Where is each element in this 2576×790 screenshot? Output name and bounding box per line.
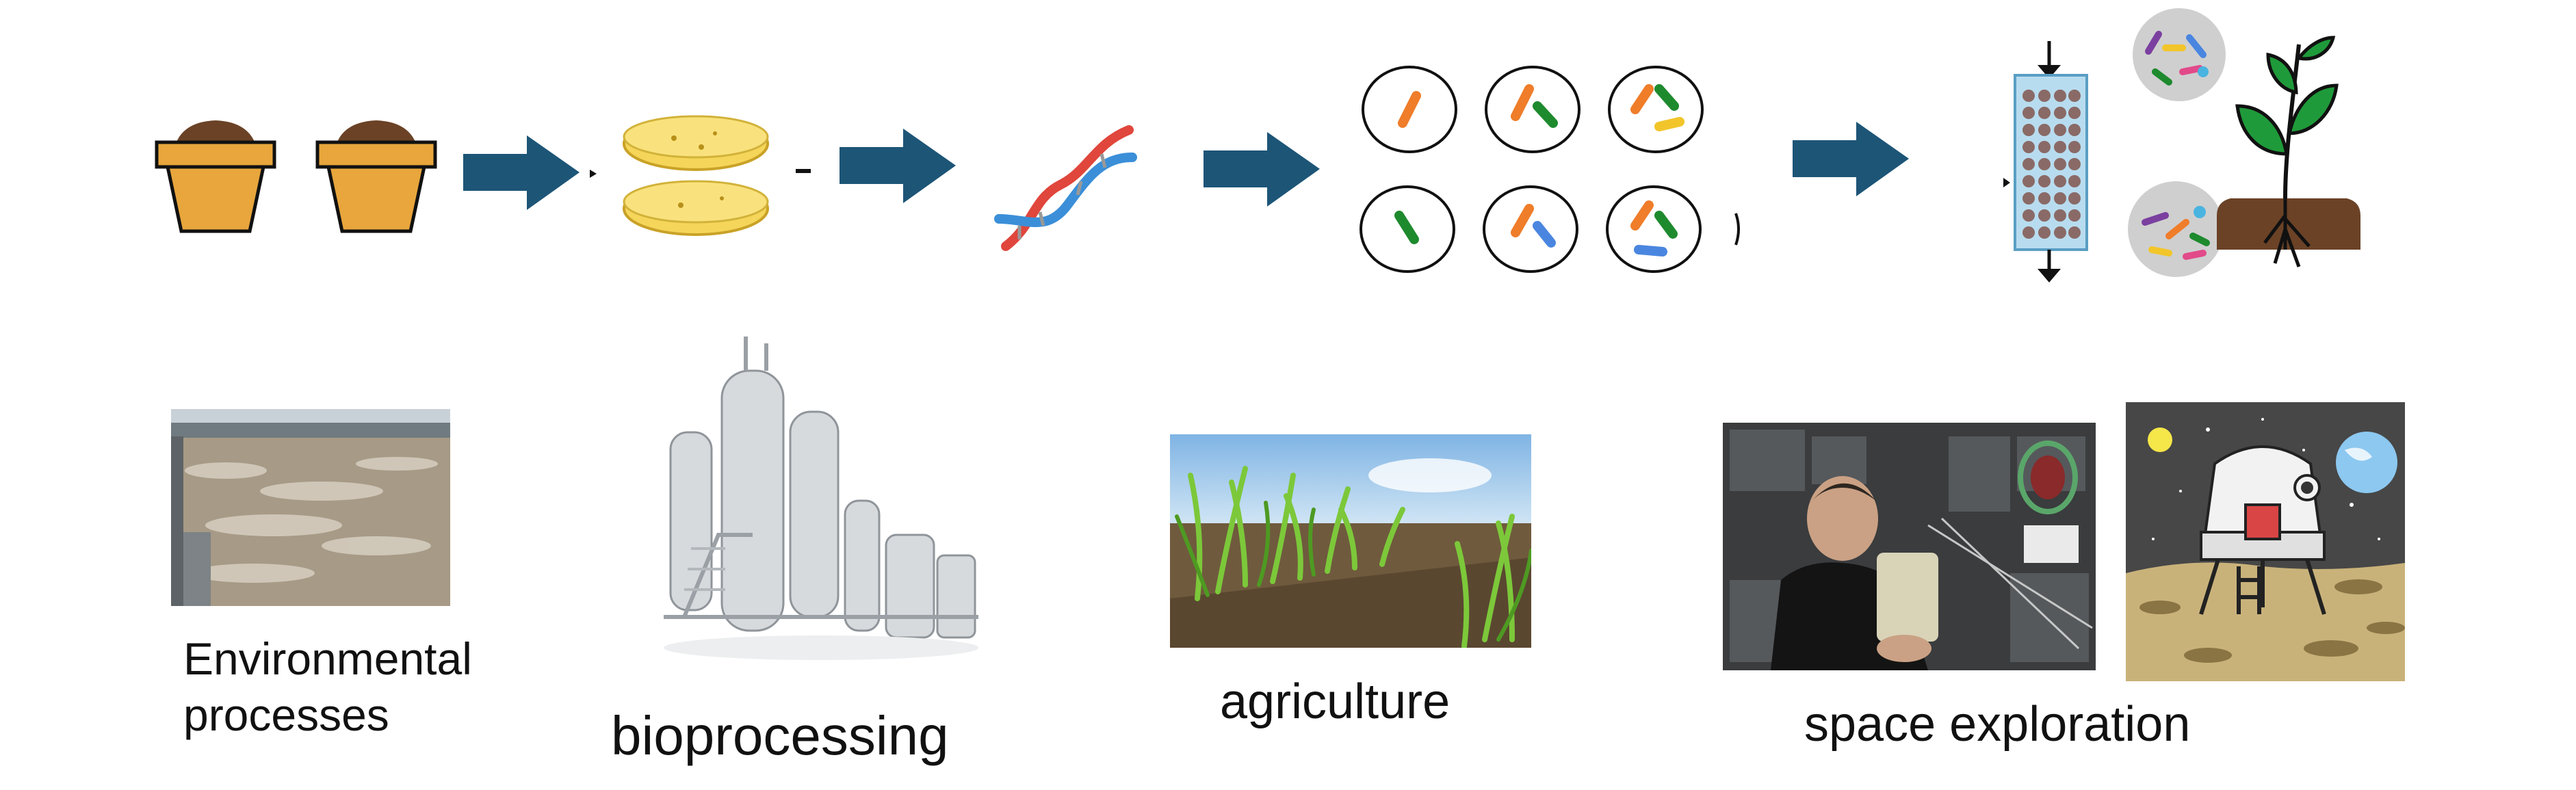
microfluidic-chip-icon [2003, 41, 2088, 282]
soil-pot-icon [315, 120, 437, 233]
plant-microbiome-icon [2128, 8, 2360, 277]
space-station-photo [1723, 423, 2096, 670]
process-arrow-icon [463, 135, 580, 210]
dna-helix-icon [994, 125, 1137, 251]
application-label-agriculture: agriculture [1220, 674, 1450, 729]
bioreactor-photo [657, 330, 985, 666]
wastewater-treatment-photo [171, 409, 450, 606]
dash-connector-icon [796, 169, 811, 173]
petri-dish-culture-icon [623, 115, 769, 236]
corn-field-photo [1170, 434, 1531, 648]
process-arrow-icon [1204, 132, 1320, 207]
application-label-environmental: Environmental processes [183, 633, 472, 740]
lunar-habitat-illustration [2126, 402, 2405, 681]
isolated-strain-plates-icon [1359, 66, 1704, 273]
process-arrow-icon [1793, 122, 1909, 196]
bracket-mark-icon [1734, 213, 1740, 246]
small-arrowhead-icon [590, 170, 597, 178]
soil-pot-icon [155, 120, 276, 233]
application-label-bioprocessing: bioprocessing [611, 705, 949, 766]
process-arrow-icon [840, 129, 956, 203]
application-label-space-exploration: space exploration [1804, 697, 2191, 752]
